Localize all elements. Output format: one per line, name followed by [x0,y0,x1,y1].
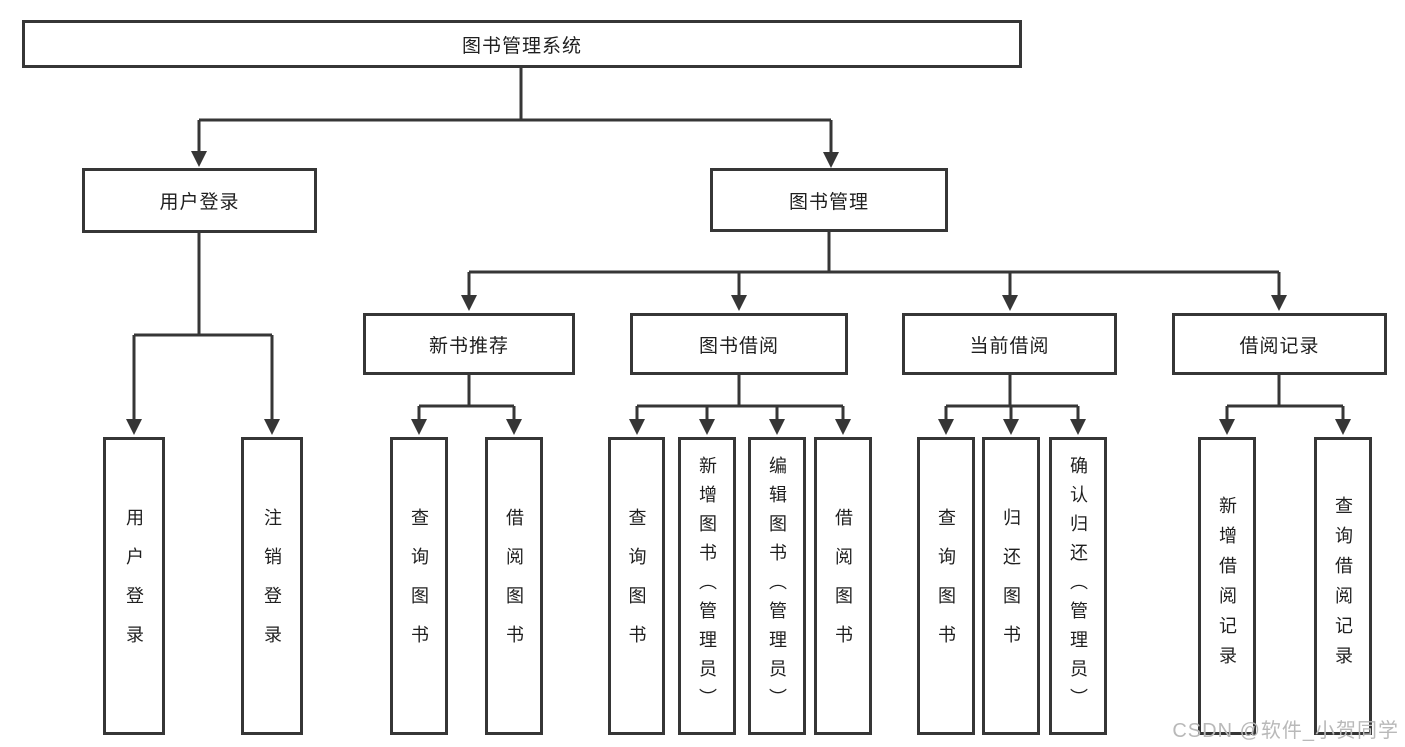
node-current-borrowing: 当前借阅 [902,313,1117,375]
leaf-label: 归还图书 [1001,508,1021,664]
node-user-login: 用户登录 [82,168,317,233]
leaf-add-borrow-record: 新增借阅记录 [1198,437,1256,735]
leaf-add-books-admin: 新增图书（管理员） [678,437,736,735]
node-book-borrowing: 图书借阅 [630,313,848,375]
leaf-query-books-current: 查询图书 [917,437,975,735]
node-book-management: 图书管理 [710,168,948,232]
leaf-query-books-recommend: 查询图书 [390,437,448,735]
leaf-label: 用户登录 [124,508,144,664]
node-label: 新书推荐 [428,335,509,357]
leaf-query-books-borrow: 查询图书 [608,437,665,735]
leaf-logout: 注销登录 [241,437,303,735]
leaf-borrow-books-recommend: 借阅图书 [485,437,543,735]
leaf-label: 查询借阅记录 [1333,496,1353,676]
node-label: 借阅记录 [1239,335,1320,357]
csdn-watermark: CSDN @软件_小贺同学 [1172,720,1399,742]
node-library-management-system: 图书管理系统 [22,20,1022,68]
leaf-label: 借阅图书 [504,508,524,664]
node-label: 图书借阅 [698,335,779,357]
leaf-return-books: 归还图书 [982,437,1040,735]
node-label: 图书管理 [788,191,869,213]
leaf-label: 新增图书（管理员） [697,455,717,717]
node-new-book-recommend: 新书推荐 [363,313,575,375]
leaf-confirm-return-admin: 确认归还（管理员） [1049,437,1107,735]
node-label: 用户登录 [159,192,240,213]
leaf-label: 新增借阅记录 [1217,496,1237,676]
node-label: 当前借阅 [969,335,1050,357]
leaf-label: 借阅图书 [833,508,853,664]
leaf-label: 注销登录 [262,508,282,664]
leaf-label: 查询图书 [626,508,647,664]
leaf-label: 编辑图书（管理员） [767,455,787,717]
leaf-label: 查询图书 [409,508,429,664]
leaf-edit-books-admin: 编辑图书（管理员） [748,437,806,735]
leaf-label: 查询图书 [936,508,956,664]
node-borrowing-records: 借阅记录 [1172,313,1387,375]
leaf-user-login: 用户登录 [103,437,165,735]
node-label: 图书管理系统 [461,35,582,57]
leaf-label: 确认归还（管理员） [1068,455,1088,717]
leaf-query-borrow-record: 查询借阅记录 [1314,437,1372,735]
leaf-borrow-books: 借阅图书 [814,437,872,735]
